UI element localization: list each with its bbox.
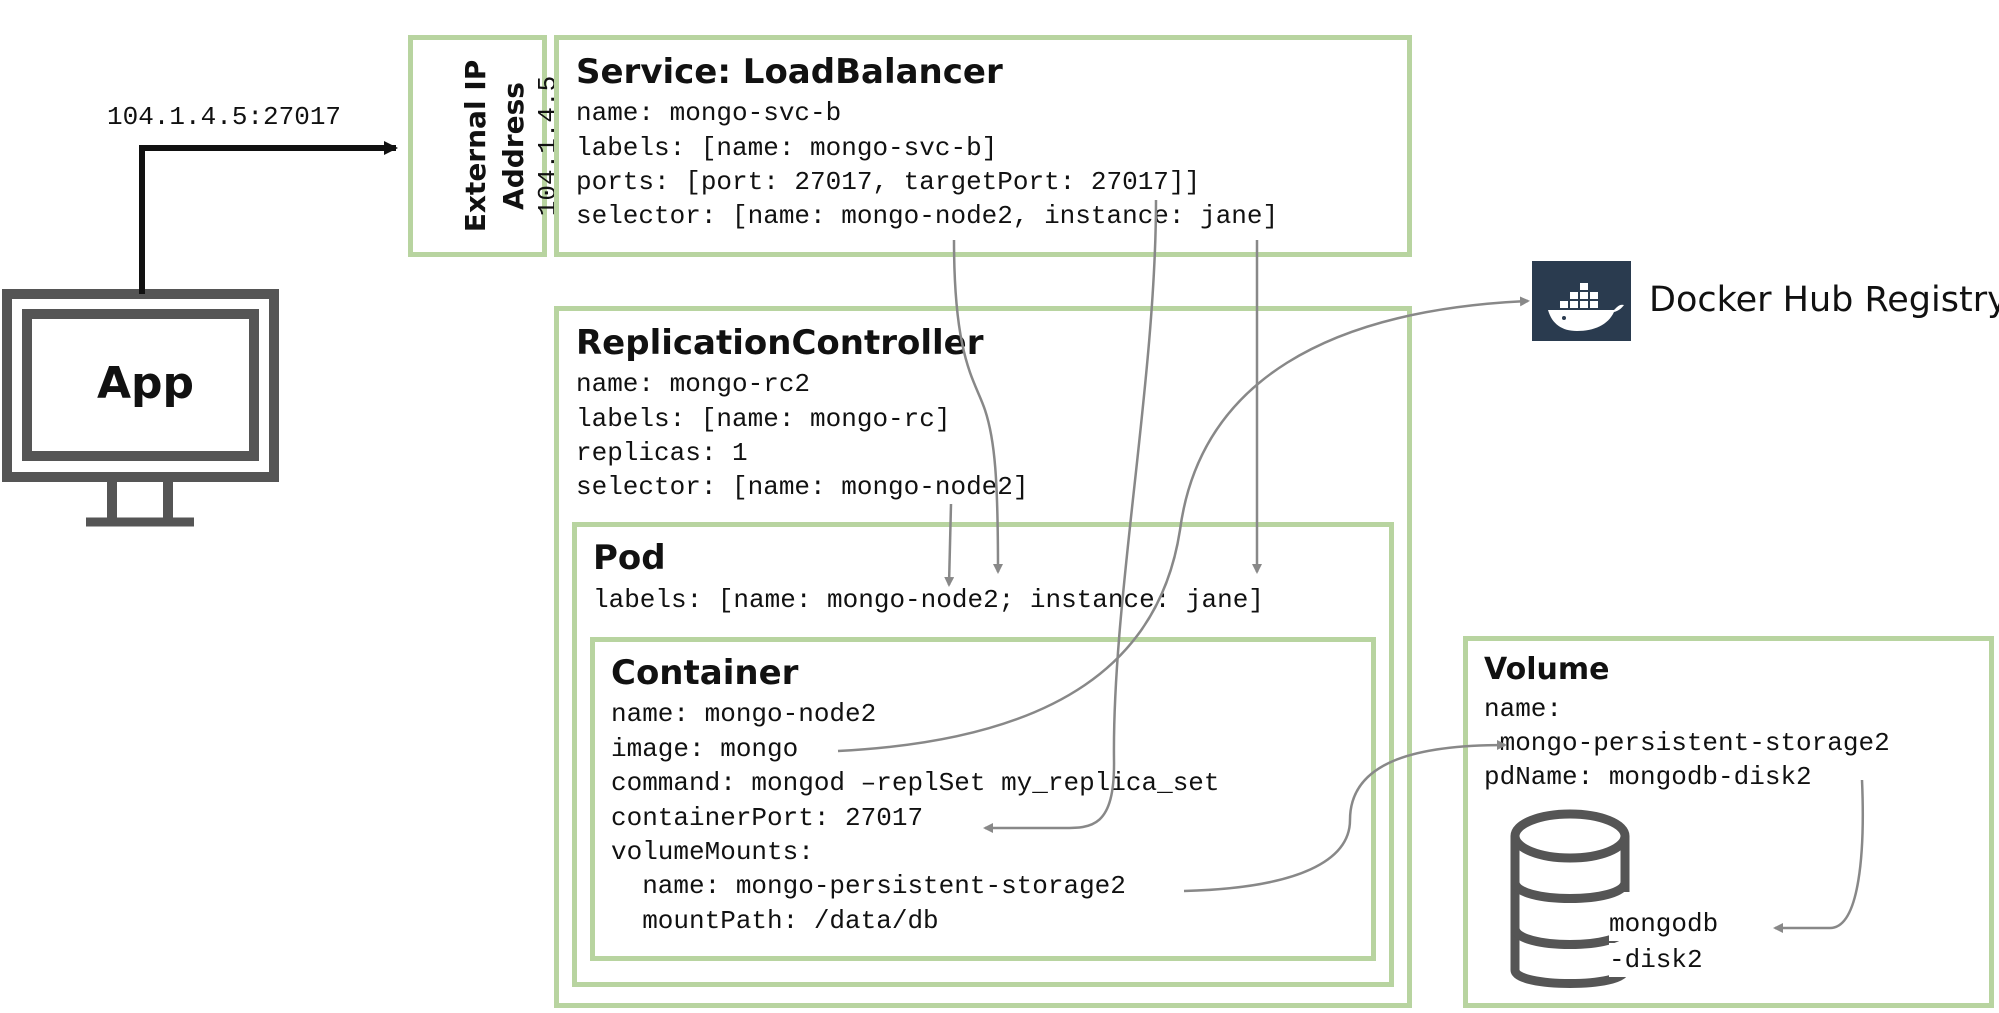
container-line-volume-mounts: volumeMounts: (611, 837, 814, 867)
container-line-name: name: mongo-node2 (611, 699, 877, 729)
pod-box (572, 522, 1394, 987)
container-line-image: image: mongo (611, 734, 799, 764)
service-line-selector: selector: [name: mongo-node2, instance: … (576, 201, 1279, 231)
docker-whale-icon[interactable] (1532, 261, 1631, 341)
replication-controller-box (554, 306, 1412, 1008)
service-selector-node-arrow (952, 239, 1003, 574)
rc-selector-arrow (944, 503, 955, 587)
volume-box (1463, 636, 1994, 1008)
pod-title: Pod (593, 538, 666, 578)
image-to-registry-arrow (837, 296, 1530, 753)
docker-hub-registry-label: Docker Hub Registry (1649, 280, 1999, 320)
container-line-port: containerPort: 27017 (611, 803, 924, 833)
endpoint-label: 104.1.4.5:27017 (107, 102, 342, 132)
service-line-name: name: mongo-svc-b (576, 98, 842, 128)
container-line-mount-name: name: mongo-persistent-storage2 (611, 871, 1126, 901)
volume-mount-arrow (1183, 740, 1507, 893)
container-line-mount-path: mountPath: /data/db (611, 906, 939, 936)
rc-line-labels: labels: [name: mongo-rc] (576, 404, 951, 434)
target-port-arrow (983, 199, 1158, 833)
app-to-external-ip-arrow (139, 141, 398, 294)
container-line-command: command: mongod –replSet my_replica_set (611, 768, 1220, 798)
volume-title: Volume (1484, 652, 1610, 687)
pod-line-labels: labels: [name: mongo-node2; instance: ja… (593, 585, 1264, 615)
container-box (590, 637, 1376, 961)
container-title: Container (611, 653, 799, 693)
app-label[interactable]: App (97, 358, 195, 409)
rc-line-replicas: replicas: 1 (576, 438, 748, 468)
service-line-ports: ports: [port: 27017, targetPort: 27017]] (576, 167, 1201, 197)
pdname-to-disk-arrow (1773, 779, 1864, 933)
rc-title: ReplicationController (576, 323, 984, 363)
disk-label-line2: -disk2 (1609, 943, 1703, 977)
volume-line-name: name: (1484, 694, 1563, 724)
rc-line-name: name: mongo-rc2 (576, 369, 811, 399)
service-box (554, 35, 1412, 257)
service-line-labels: labels: [name: mongo-svc-b] (576, 133, 998, 163)
volume-line-pdname: pdName: mongodb-disk2 (1484, 762, 1812, 792)
disk-label-line1: mongodb (1609, 907, 1719, 941)
external-ip-box (408, 35, 547, 257)
volume-line-storage: mongo-persistent-storage2 (1484, 728, 1890, 758)
service-title: Service: LoadBalancer (576, 52, 1003, 92)
